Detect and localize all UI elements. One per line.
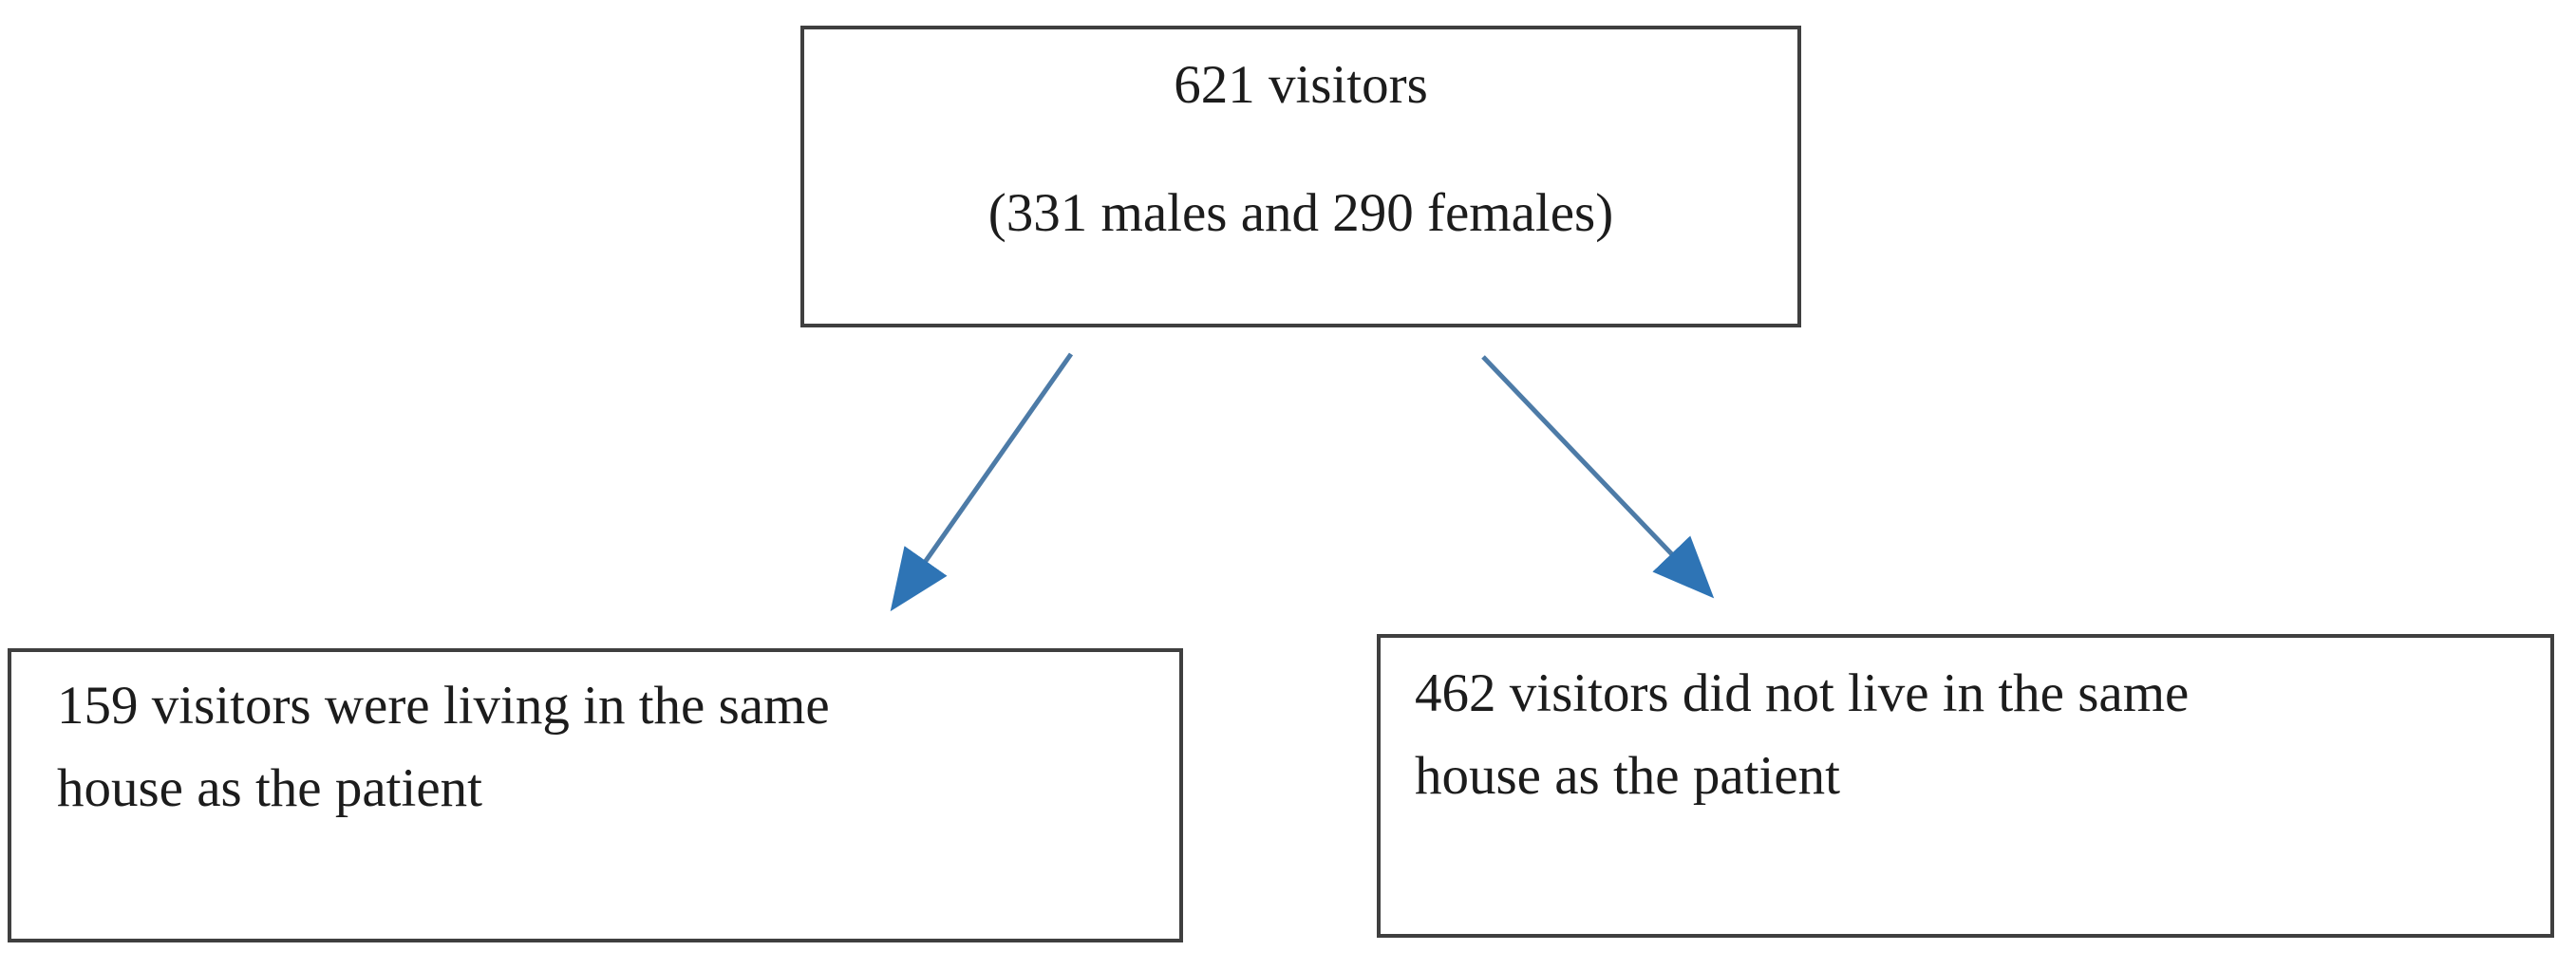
different-house-text-line1: 462 visitors did not live in the same bbox=[1415, 663, 2190, 723]
total-visitors-count: 621 visitors bbox=[1174, 55, 1428, 115]
same-house-box: 159 visitors were living in the same hou… bbox=[8, 648, 1183, 942]
different-house-text-line2: house as the patient bbox=[1415, 745, 1840, 806]
total-visitors-box: 621 visitors (331 males and 290 females) bbox=[800, 26, 1801, 327]
same-house-text-line1: 159 visitors were living in the same bbox=[57, 676, 830, 736]
different-house-box: 462 visitors did not live in the same ho… bbox=[1377, 634, 2554, 938]
total-visitors-gender-breakdown: (331 males and 290 females) bbox=[987, 182, 1614, 243]
left-arrow bbox=[890, 352, 1074, 612]
same-house-text-line2: house as the patient bbox=[57, 757, 482, 818]
right-arrow bbox=[1481, 355, 1715, 599]
